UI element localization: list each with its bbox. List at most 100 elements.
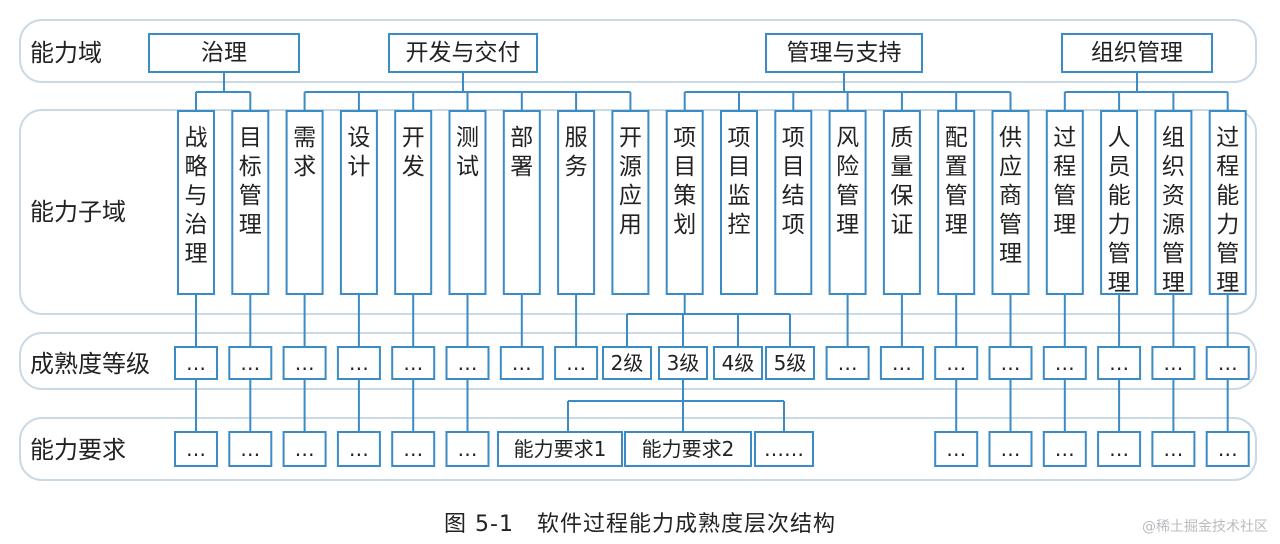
- capability-requirement-label: …: [1055, 437, 1075, 461]
- subdomain-char: 能: [1108, 183, 1131, 209]
- maturity-hierarchy-diagram: 能力域能力子域成熟度等级能力要求 治理开发与交付管理与支持组织管理战略与治理目标…: [19, 19, 1257, 481]
- subdomain-char: 项: [782, 125, 805, 151]
- maturity-level-box: [1097, 346, 1142, 380]
- maturity-level-box: [445, 346, 490, 380]
- subdomain-box: [1100, 110, 1139, 295]
- maturity-level-label: …: [1218, 351, 1238, 375]
- capability-requirement-box: [174, 431, 218, 467]
- subdomain-char: 配: [945, 125, 968, 151]
- subdomain-char: 开: [402, 125, 425, 151]
- maturity-level-label: …: [838, 351, 858, 375]
- domain-label: 治理: [201, 40, 247, 66]
- maturity-level-label: …: [240, 351, 260, 375]
- subdomain-box: [177, 110, 215, 295]
- maturity-level-label: …: [186, 351, 206, 375]
- capability-requirement-box: [1042, 431, 1087, 467]
- capability-requirement-box: [1097, 431, 1142, 467]
- subdomain-char: 理: [1053, 212, 1076, 238]
- maturity-level-box: [879, 346, 924, 380]
- maturity-level-label: …: [1163, 351, 1183, 375]
- capability-requirement-label: …: [946, 437, 966, 461]
- subdomain-box: [285, 110, 324, 295]
- subdomain-char: 质: [890, 125, 913, 151]
- maturity-level-label: 5级: [774, 351, 807, 375]
- domain-label: 开发与交付: [406, 40, 521, 66]
- capability-requirement-box: [391, 431, 436, 467]
- subdomain-char: 应: [619, 183, 642, 209]
- capability-requirement-box: [988, 431, 1033, 467]
- row-label-domain: 能力域: [30, 39, 102, 67]
- subdomain-char: 管: [1216, 241, 1239, 267]
- subdomain-char: 署: [510, 154, 533, 180]
- maturity-level-label: …: [1109, 351, 1129, 375]
- maturity-level-box: [336, 346, 381, 380]
- subdomain-box: [1208, 110, 1247, 295]
- subdomain-char: 管: [1053, 183, 1076, 209]
- subdomain-char: 项: [728, 125, 751, 151]
- subdomain-char: 织: [1162, 154, 1185, 180]
- maturity-level-label: 3级: [667, 351, 700, 375]
- subdomain-box: [339, 110, 378, 295]
- capability-requirement-box: [497, 431, 623, 467]
- subdomain-box: [1045, 110, 1084, 295]
- maturity-level-box: [713, 346, 763, 380]
- capability-requirement-label: …: [1163, 437, 1183, 461]
- capability-requirement-label: …: [1001, 437, 1021, 461]
- subdomain-char: 结: [782, 183, 805, 209]
- domain-box: [765, 33, 923, 73]
- subdomain-char: 源: [619, 154, 642, 180]
- capability-requirement-box: [1205, 431, 1250, 467]
- maturity-level-box: [825, 346, 870, 380]
- maturity-level-label: …: [566, 351, 586, 375]
- subdomain-char: 治: [185, 212, 208, 238]
- subdomain-char: 管: [239, 183, 262, 209]
- subdomain-box: [394, 110, 433, 295]
- subdomain-char: 保: [890, 183, 913, 209]
- maturity-level-box: [554, 346, 599, 380]
- maturity-level-box: [1042, 346, 1087, 380]
- capability-requirement-box: [624, 431, 752, 467]
- subdomain-box: [774, 110, 813, 295]
- subdomain-char: 服: [565, 125, 588, 151]
- maturity-level-box: [602, 346, 652, 380]
- subdomain-char: 策: [673, 183, 696, 209]
- maturity-level-label: 2级: [611, 351, 644, 375]
- subdomain-char: 管: [999, 212, 1022, 238]
- domain-box: [388, 33, 538, 73]
- subdomain-char: 标: [239, 154, 262, 180]
- capability-requirement-label: 能力要求1: [514, 437, 607, 461]
- row-label-requirement: 能力要求: [30, 436, 126, 464]
- subdomain-char: 力: [1108, 212, 1131, 238]
- subdomain-char: 力: [1216, 212, 1239, 238]
- subdomain-box: [231, 110, 270, 295]
- subdomain-box: [882, 110, 921, 295]
- subdomain-box: [720, 110, 758, 295]
- maturity-level-box: [282, 346, 327, 380]
- maturity-level-label: …: [1001, 351, 1021, 375]
- subdomain-char: 程: [1053, 154, 1076, 180]
- subdomain-char: 理: [945, 212, 968, 238]
- subdomain-box: [665, 110, 704, 295]
- subdomain-box: [611, 110, 650, 295]
- capability-requirement-box: [282, 431, 327, 467]
- capability-requirement-box: [336, 431, 381, 467]
- subdomain-char: 供: [999, 125, 1022, 151]
- maturity-level-box: [391, 346, 436, 380]
- subdomain-char: 管: [836, 183, 859, 209]
- capability-requirement-box: [445, 431, 490, 467]
- maturity-level-label: …: [403, 351, 423, 375]
- capability-requirement-box: [754, 431, 814, 467]
- subdomain-char: 证: [890, 212, 913, 238]
- subdomain-char: 能: [1216, 183, 1239, 209]
- maturity-level-box: [765, 346, 815, 380]
- subdomain-char: 理: [836, 212, 859, 238]
- subdomain-char: 项: [782, 212, 805, 238]
- capability-requirement-box: [228, 431, 273, 467]
- domain-box: [148, 33, 300, 73]
- subdomain-char: 目: [728, 154, 751, 180]
- maturity-level-label: …: [1055, 351, 1075, 375]
- subdomain-char: 开: [619, 125, 642, 151]
- capability-requirement-label: 能力要求2: [642, 437, 735, 461]
- subdomain-box: [937, 110, 976, 295]
- capability-requirement-label: …: [295, 437, 315, 461]
